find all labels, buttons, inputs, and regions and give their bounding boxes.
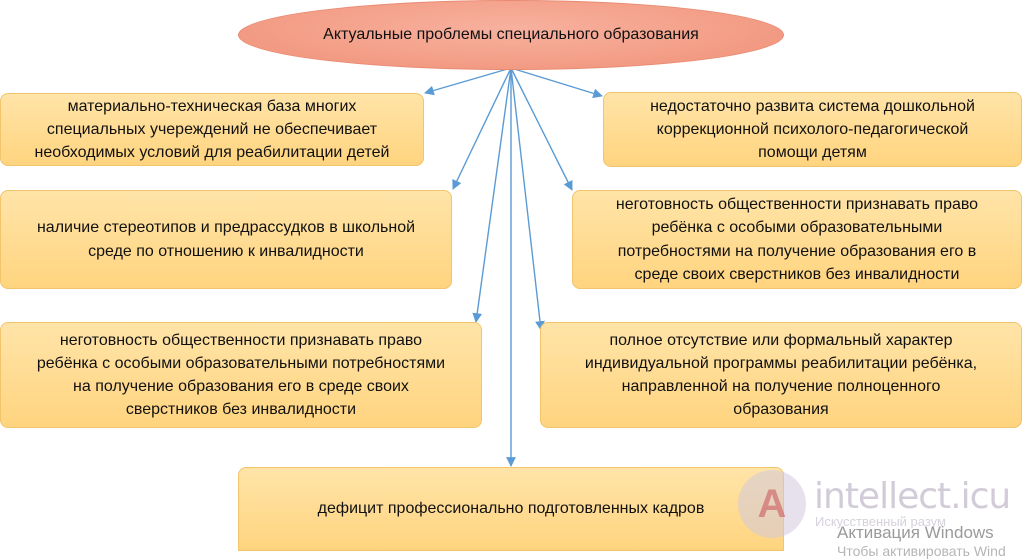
watermark-tagline: Искусственный разум (815, 514, 946, 529)
windows-activation-hint: Чтобы активировать Wind (837, 543, 1006, 559)
left-box-3-line-4: сверстников без инвалидности (125, 401, 357, 419)
arrow-to-right-box-3 (510, 67, 545, 331)
arrow-to-left-box-2 (452, 67, 512, 190)
right-box-2-line-2: ребёнка с особыми образовательными (651, 219, 943, 237)
watermark-logo-letter: A (757, 481, 787, 526)
left-box-3-line-1: неготовность общественности признавать п… (59, 331, 423, 349)
right-box-3-line-3: направленной на получение полноценного (621, 378, 941, 395)
right-box-2-line-1: неготовность общественности признавать п… (615, 196, 979, 214)
arrow-to-right-box-2 (510, 67, 573, 191)
right-box-3-line-4: образования (733, 401, 829, 419)
right-box-2-line-4: среде своих сверстников без инвалидности (634, 265, 960, 283)
arrow-to-left-box-3 (472, 67, 512, 323)
right-box-1: недостаточно развита система дошкольной … (603, 92, 1022, 167)
right-box-2-line-3: потребностями на получение образования е… (617, 242, 977, 260)
arrow-to-left-box-1 (424, 67, 512, 96)
watermark-logo-icon: A (738, 470, 806, 538)
left-box-1-line-1: материально-техническая база многих (67, 97, 357, 115)
left-box-1-line-2: специальных учереждений не обеспечивает (46, 120, 378, 138)
windows-activation-title: Активация Windows (837, 523, 994, 542)
bottom-box-label: дефицит профессионально подготовленных к… (317, 500, 705, 518)
left-box-2-line-1: наличие стереотипов и предрассудков в шк… (36, 219, 416, 237)
right-box-1-line-3: помощи детям (758, 144, 867, 162)
right-box-3: полное отсутствие или формальный характе… (540, 322, 1022, 428)
left-box-2-line-2: среде по отношению к инвалидности (88, 242, 364, 260)
left-box-3: неготовность общественности признавать п… (0, 322, 482, 428)
watermark-site: intellect.icu (814, 476, 1011, 517)
left-box-1-line-3: необходимых условий для реабилитации дет… (34, 144, 390, 162)
right-box-1-line-2: коррекционной психолого-педагогической (656, 120, 969, 138)
right-box-1-line-1: недостаточно развита система дошкольной (650, 97, 975, 115)
left-box-1: материально-техническая база многих спец… (0, 93, 424, 166)
right-box-3-line-2: индивидуальной программы реабилитации ре… (584, 354, 978, 372)
right-box-2: неготовность общественности признавать п… (572, 190, 1022, 289)
left-box-2: наличие стереотипов и предрассудков в шк… (0, 190, 452, 289)
arrow-to-right-box-1 (510, 67, 603, 99)
bottom-box: дефицит профессионально подготовленных к… (238, 467, 784, 551)
root-node-label: Актуальные проблемы специального образов… (323, 26, 699, 44)
right-box-3-line-1: полное отсутствие или формальный характе… (609, 331, 953, 349)
left-box-3-line-3: на получение образования его в среде сво… (73, 378, 409, 395)
root-node: Актуальные проблемы специального образов… (238, 0, 784, 70)
left-box-3-line-2: ребёнка с особыми образовательными потре… (36, 354, 446, 372)
